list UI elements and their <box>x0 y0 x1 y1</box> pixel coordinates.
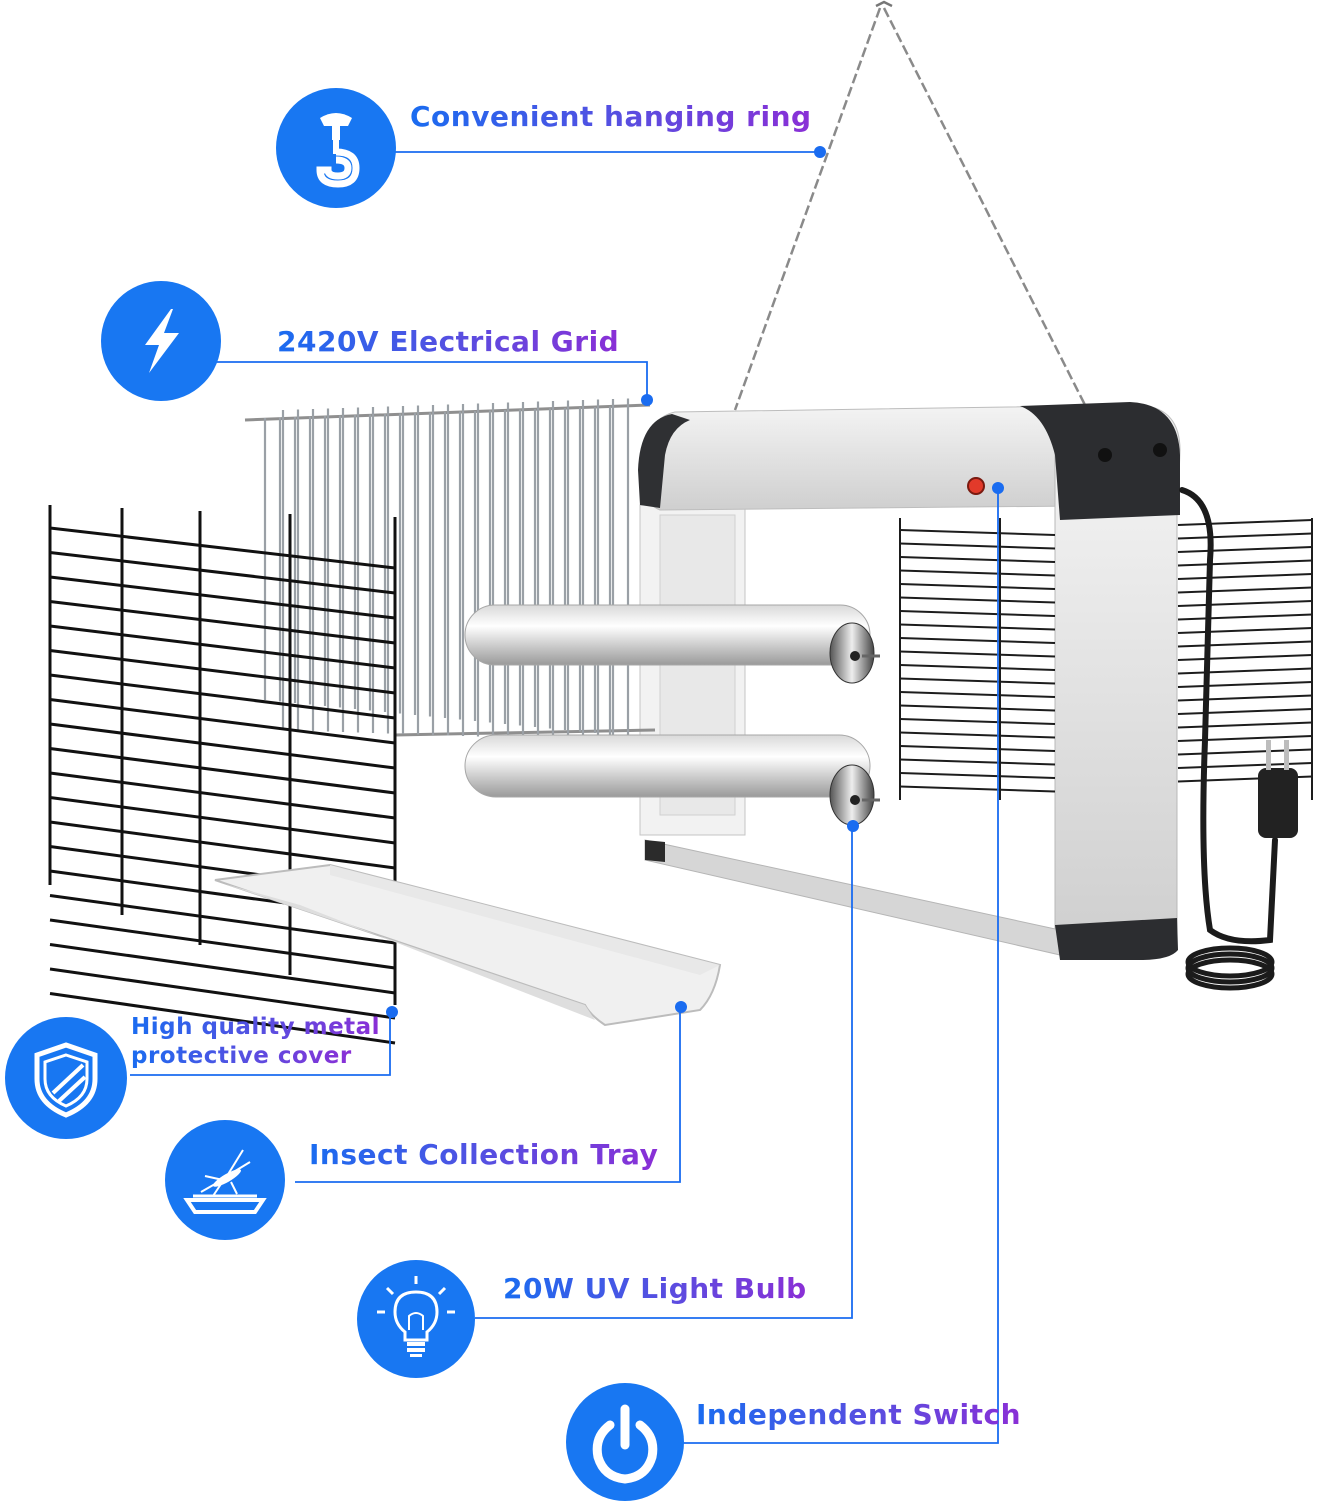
mosquito-tray-icon <box>165 1120 285 1240</box>
feature-label-uv-bulb: 20W UV Light Bulb <box>503 1272 807 1305</box>
light-bulb-icon <box>357 1260 475 1378</box>
leader-lines <box>130 151 999 1444</box>
plug <box>1258 740 1298 838</box>
feature-label-hanging-ring: Convenient hanging ring <box>410 100 812 133</box>
lightning-icon <box>101 281 221 401</box>
feature-label-metal-cover-line1: High quality metal <box>131 1014 381 1040</box>
collection-tray <box>214 863 722 1027</box>
feature-label-switch: Independent Switch <box>696 1398 1021 1431</box>
power-icon <box>566 1383 684 1501</box>
front-protective-grid <box>48 505 397 1045</box>
feature-label-metal-cover-line2: protective cover <box>131 1043 352 1069</box>
power-cord <box>1179 487 1278 991</box>
right-rear-grid <box>899 518 1313 800</box>
main-housing <box>638 402 1181 960</box>
electrical-grid-parts <box>244 398 656 742</box>
hanging-chain <box>733 0 1087 411</box>
feature-label-electrical-grid: 2420V Electrical Grid <box>277 325 620 358</box>
hook-icon <box>276 88 396 208</box>
leader-dots <box>386 146 1004 1018</box>
feature-label-collection-tray: Insect Collection Tray <box>309 1138 659 1171</box>
uv-tubes <box>464 604 880 826</box>
shield-icon <box>5 1017 127 1139</box>
